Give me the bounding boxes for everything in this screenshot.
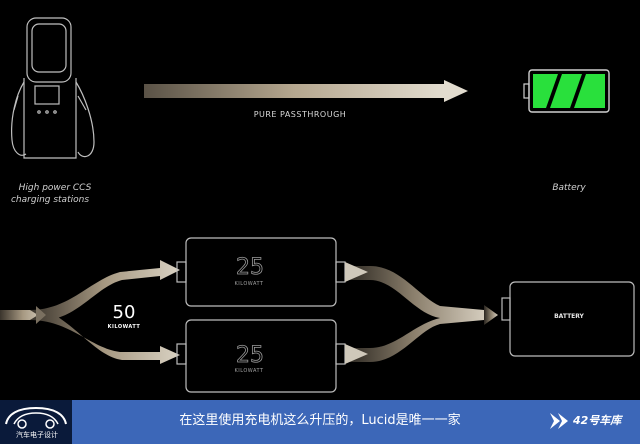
battery-box-label: BATTERY — [554, 313, 584, 320]
right-brand-text: 42号车库 — [573, 414, 622, 427]
lower-converter-arrowhead — [345, 344, 368, 364]
battery-icon — [523, 69, 610, 113]
car-outline-icon — [5, 406, 67, 429]
brand-arrow-icon — [550, 413, 568, 429]
lower-converter-value: 25 — [236, 343, 264, 368]
upper-converter-value: 25 — [236, 255, 264, 280]
battery-label: Battery — [552, 183, 586, 193]
caption-bar: 在这里使用充电机这么升压的，Lucid是唯一一家 — [0, 400, 640, 444]
charging-station-icon — [11, 17, 95, 159]
passthrough-arrow — [144, 80, 468, 102]
passthrough-label: PURE PASSTHROUGH — [254, 110, 347, 119]
left-brand-text: 汽车电子设计 — [16, 431, 58, 439]
lower-converter-unit: KILOWATT — [234, 368, 263, 374]
upper-converter-arrowhead — [345, 262, 368, 282]
power-flow-merge — [345, 266, 498, 362]
power-flow-split — [0, 260, 180, 364]
left-brand-logo: 汽车电子设计 — [0, 400, 72, 444]
battery-box — [501, 281, 635, 357]
station-label-line2: charging stations — [11, 195, 89, 205]
upper-converter-unit: KILOWATT — [234, 281, 263, 287]
station-label-line1: High power CCS — [19, 183, 92, 193]
input-power-value: 50 — [113, 302, 136, 323]
input-arrowhead — [36, 306, 46, 324]
input-power-unit: KILOWATT — [108, 324, 141, 330]
caption-text: 在这里使用充电机这么升压的，Lucid是唯一一家 — [179, 413, 461, 428]
